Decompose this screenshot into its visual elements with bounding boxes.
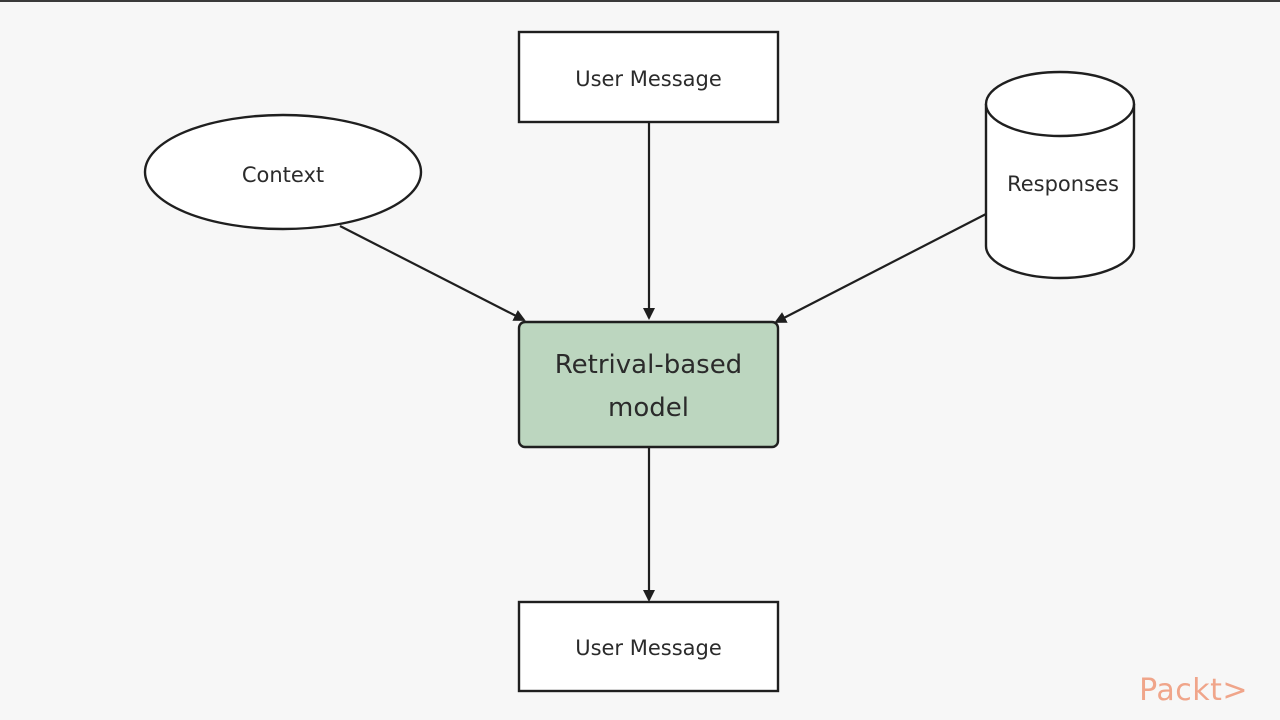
model-label-line1: Retrival-based — [555, 350, 742, 380]
responses-label: Responses — [1007, 172, 1119, 196]
edge-context-to-model — [339, 225, 526, 321]
packt-logo: Packt> — [1139, 673, 1248, 708]
user-message-input-label: User Message — [575, 67, 722, 91]
context-node: Context — [143, 113, 423, 231]
model-label-line2: model — [608, 393, 689, 423]
responses-database-node: Responses — [984, 70, 1136, 280]
context-label: Context — [242, 163, 324, 187]
user-message-output-label: User Message — [575, 636, 722, 660]
user-message-output-node: User Message — [517, 600, 780, 693]
edge-responses-to-model — [774, 213, 987, 323]
user-message-input-node: User Message — [517, 30, 780, 124]
retrieval-model-node: Retrival-based model — [517, 320, 780, 449]
